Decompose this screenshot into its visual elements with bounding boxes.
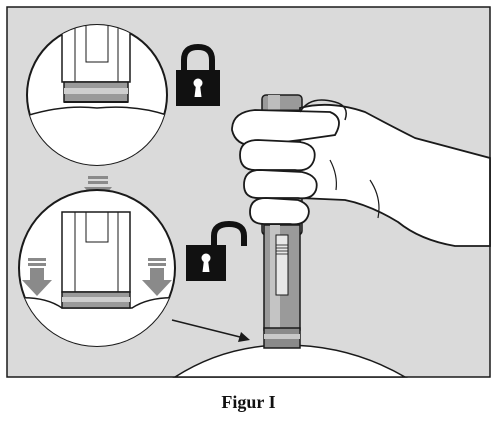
pointer-arrow-icon (171, 319, 250, 342)
padlock-locked-icon (176, 43, 220, 106)
right-down-arrow-icon (142, 258, 172, 296)
left-down-arrow-icon (22, 258, 52, 296)
padlock-unlocked-icon (186, 220, 247, 281)
zoom-circle-unlocked (18, 189, 176, 347)
figure-caption: Figur I (221, 392, 276, 412)
figure-panel (6, 6, 491, 378)
hand (231, 99, 491, 247)
